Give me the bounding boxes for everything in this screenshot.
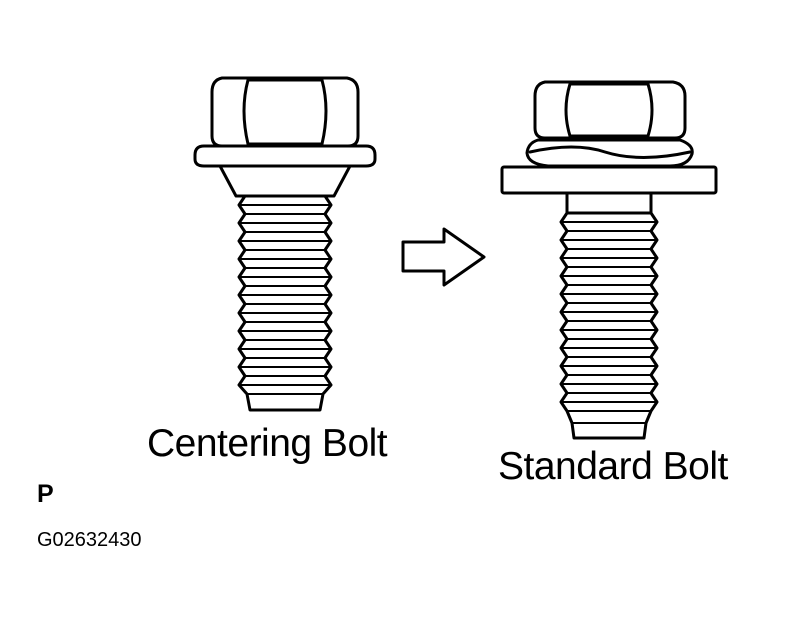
centering-bolt-thread-lines [238, 204, 332, 395]
standard-bolt-hex-head [533, 80, 687, 140]
standard-bolt-illustration [500, 80, 718, 440]
standard-bolt-flat-washer [500, 165, 718, 195]
corner-mark: P [37, 480, 54, 508]
centering-bolt-label: Centering Bolt [147, 422, 388, 465]
standard-bolt-thread [559, 211, 659, 440]
centering-bolt-hex-head [210, 76, 360, 148]
figure-code: G02632430 [37, 529, 142, 551]
standard-bolt-washer-split [528, 145, 692, 159]
standard-bolt-thread-lines [560, 221, 658, 424]
centering-bolt-flange [193, 144, 377, 168]
centering-bolt-illustration [193, 76, 377, 412]
centering-bolt-neck [218, 164, 352, 198]
centering-bolt-hex-faces [242, 78, 328, 146]
right-arrow-icon [401, 227, 486, 287]
standard-bolt-label: Standard Bolt [498, 445, 728, 488]
standard-bolt-hex-faces [564, 82, 654, 138]
standard-bolt-neck [565, 191, 653, 215]
